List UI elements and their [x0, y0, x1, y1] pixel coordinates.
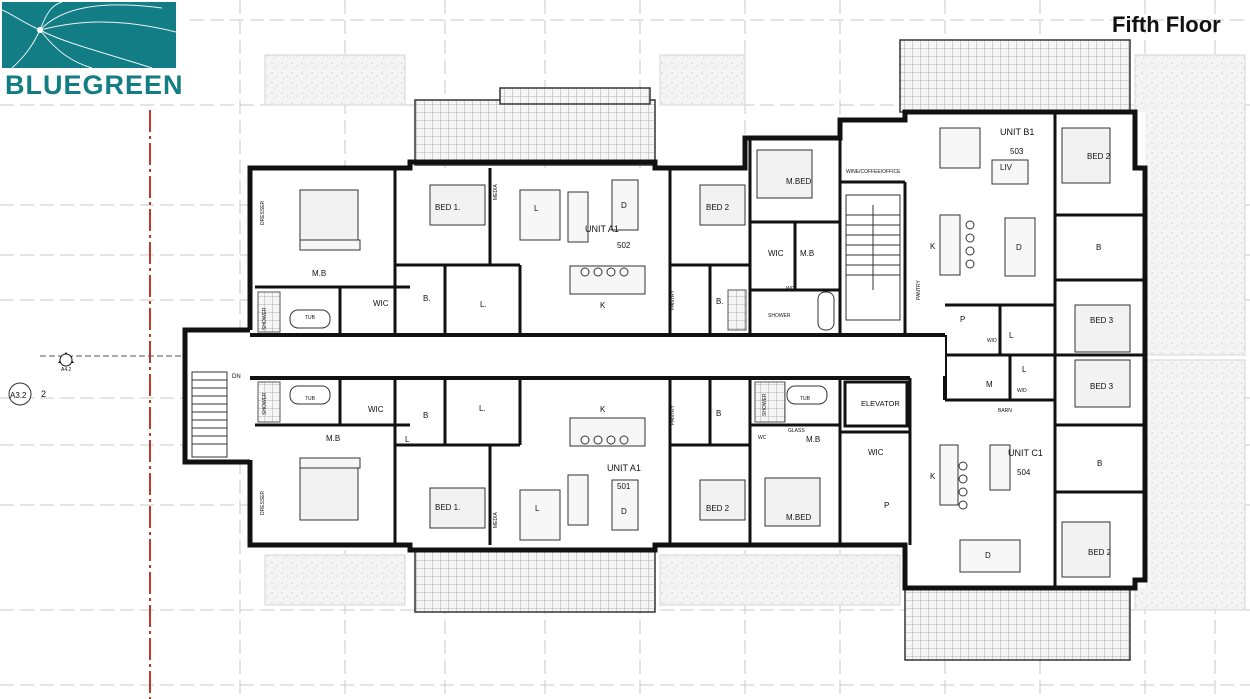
bed1-bottom-label: BED 1.: [435, 503, 460, 512]
wine-coffee-office-label: WINE/COFFEE/OFFICE: [846, 169, 901, 175]
k-a1-top-label: K: [600, 301, 606, 310]
wc-c1-label: WC: [758, 435, 767, 441]
liv-label: LIV: [1000, 163, 1013, 172]
section-ref: A3.2: [10, 391, 27, 400]
l-a1-bottom-label: L.: [479, 404, 486, 413]
stair-east: [845, 194, 901, 321]
glass-c1-label: GLASS: [788, 428, 805, 434]
beds: [299, 127, 1131, 578]
b-a1-top-right-label: B.: [716, 297, 724, 306]
m-c1-label: M: [986, 380, 993, 389]
wd-c1-label: W/D: [1017, 388, 1027, 394]
d-a1-bottom-label: D: [621, 507, 627, 516]
shower-c1-label: SHOWER: [762, 393, 768, 416]
p-b1-label: P: [960, 315, 965, 324]
pantry-bottom-label: PANTRY: [670, 405, 676, 425]
mb-top-label: M.B: [312, 269, 326, 278]
bed3-b1-label: BED 3: [1090, 316, 1114, 325]
mbed-c1-label: M.BED: [786, 513, 812, 522]
mbed-b1-label: M.BED: [786, 177, 812, 186]
b-c1-label: B: [1097, 459, 1102, 468]
l-bottom-lounge-label: L: [535, 504, 540, 513]
section-marker: A4.2 A3.2 2: [8, 352, 185, 406]
bed1-top-label: BED 1.: [435, 203, 460, 212]
bed2-a1-bottom-label: BED 2: [706, 504, 730, 513]
unit-a1-bottom-name: UNIT A1: [607, 463, 641, 473]
wc-b1-label: WC: [786, 286, 795, 292]
b-a1-bottom-right-label: B: [716, 409, 721, 418]
elevator-label: ELEVATOR: [861, 399, 900, 408]
brand-name: BLUEGREEN: [5, 70, 184, 100]
shower-top-label: SHOWER: [262, 307, 268, 330]
d-a1-top-label: D: [621, 201, 627, 210]
landscape: [264, 54, 1246, 611]
pantry-b1-label: PANTRY: [916, 280, 922, 300]
unit-c1-number: 504: [1017, 468, 1031, 477]
page-title: Fifth Floor: [1112, 12, 1221, 37]
unit-a1-top-name: UNIT A1: [585, 224, 619, 234]
unit-a1-bottom-number: 501: [617, 482, 631, 491]
dresser-top-label: DRESSER: [260, 200, 266, 225]
k-c1-label: K: [930, 472, 936, 481]
stair-dn-label: DN: [232, 374, 241, 380]
section-number: 2: [41, 389, 46, 399]
dresser-bottom-label: DRESSER: [260, 490, 266, 515]
wd-b1-label: W/D: [987, 338, 997, 344]
l-b1-label: L: [1009, 331, 1014, 340]
unit-b1-number: 503: [1010, 147, 1024, 156]
media-top-label: MEDIA: [493, 184, 499, 201]
shower-bottom-label: SHOWER: [262, 392, 268, 415]
b-b1-label: B: [1096, 243, 1101, 252]
barn-c1-label: BARN: [998, 408, 1012, 414]
bed2-c1-label: BED 2: [1088, 548, 1112, 557]
unit-a1-top-number: 502: [617, 241, 631, 250]
tub-top-label: TUB: [305, 315, 316, 321]
mb-b1-label: M.B: [800, 249, 814, 258]
bath-tiles: [257, 289, 786, 423]
bed2-a1-top-label: BED 2: [706, 203, 730, 212]
wic-c1-label: WIC: [868, 448, 884, 457]
furniture: [299, 127, 1036, 573]
mb-bottom-label: M.B: [326, 434, 340, 443]
tub-c1-label: TUB: [800, 396, 811, 402]
pantry-top-label: PANTRY: [670, 290, 676, 310]
d-b1-label: D: [1016, 243, 1022, 252]
interior-walls: [255, 112, 1145, 588]
bed2-b1-label: BED 2: [1087, 152, 1111, 161]
mb-c1-label: M.B: [806, 435, 820, 444]
b-a1-top-label: B.: [423, 294, 431, 303]
l-a1-top-label: L.: [480, 300, 487, 309]
l-top-lounge-label: L: [534, 204, 539, 213]
unit-c1-name: UNIT C1: [1008, 448, 1043, 458]
exterior-walls: [182, 109, 1148, 591]
k-a1-bottom-label: K: [600, 405, 606, 414]
wic-top-label: WIC: [373, 299, 389, 308]
k-b1-label: K: [930, 242, 936, 251]
elevator-shaft: [843, 380, 909, 428]
media-bottom-label: MEDIA: [493, 512, 499, 529]
shower-b1-label: SHOWER: [768, 313, 791, 319]
logo-icon: [1, 1, 177, 69]
bed3-c1-label: BED 3: [1090, 382, 1114, 391]
stools: [580, 220, 975, 510]
d-c1-label: D: [985, 551, 991, 560]
balconies: [414, 39, 1131, 661]
tubs: [289, 291, 835, 405]
l-c1-label: L: [1022, 365, 1027, 374]
unit-b1-name: UNIT B1: [1000, 127, 1034, 137]
tub-bottom-label: TUB: [305, 396, 316, 402]
room-labels: UNIT A1 502 UNIT A1 501 UNIT B1 503 UNIT…: [232, 127, 1114, 560]
p-c1-label: P: [884, 501, 889, 510]
wic-bottom-label: WIC: [368, 405, 384, 414]
wic-b1-label: WIC: [768, 249, 784, 258]
logo-mark: [1, 1, 177, 69]
l-small-label: L: [405, 435, 410, 444]
b-a1-bottom-label: B: [423, 411, 428, 420]
sheet-ref: A4.2: [61, 367, 72, 373]
stair-west: [191, 371, 228, 458]
